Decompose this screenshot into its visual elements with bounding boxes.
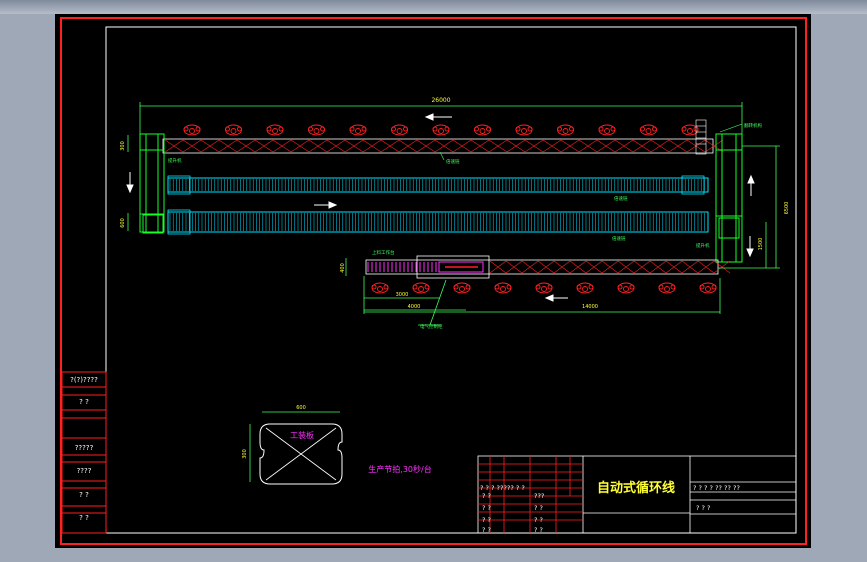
dim-return: 400: [340, 263, 346, 273]
title-block-cell: ? ?: [482, 526, 491, 534]
title-block-grid: [478, 456, 583, 533]
callouts: 翻转机构 提升机 倍速链 倍速链 提升机 倍速链 上料工作台 电气控制柜: [168, 122, 762, 330]
operator-icon: [598, 124, 616, 136]
title-block-cell: ? ?: [534, 504, 543, 512]
window-top-strip: [0, 0, 867, 14]
operator-icon: [349, 124, 367, 136]
sheet-inner-border: [105, 26, 797, 534]
title-block-cell: ? ?: [534, 526, 543, 534]
capacity-note: 生产节拍,30秒/台: [368, 464, 431, 474]
side-table-row: ? ?: [79, 491, 89, 499]
tray-detail: 600 300 工装板: [242, 405, 343, 485]
side-table-row: ?(?)????: [70, 376, 98, 384]
flow-arrows: [126, 113, 755, 302]
operator-icon: [432, 124, 450, 136]
title-block-cell: ? ?: [482, 492, 491, 500]
title-block: [477, 455, 797, 534]
callout-label: 倍速链: [614, 195, 628, 202]
title-block-cell: ? ? ? ????? ? ?: [480, 484, 525, 492]
operator-icon: [371, 282, 389, 294]
dim-left: 300: [120, 141, 126, 151]
drawing-title: 自动式循环线: [597, 480, 675, 496]
right-dimensions: 6500 1500: [718, 145, 790, 269]
title-block-cell: ???: [534, 492, 544, 500]
callout-label: 倍速链: [446, 158, 460, 165]
operator-icon: [391, 124, 408, 136]
callout-label: 提升机: [168, 157, 182, 164]
top-conveyor: [162, 124, 724, 154]
title-block-cell: ? ? ?: [696, 504, 710, 512]
operator-icon: [557, 124, 574, 136]
sheet-outer-border: [60, 17, 807, 545]
tray-label: 工装板: [290, 430, 314, 440]
operator-icon: [308, 124, 325, 136]
operator-icon: [576, 282, 594, 294]
tray-stack: [695, 119, 707, 155]
chain-lower: [167, 209, 709, 235]
side-table-row: ?????: [75, 444, 94, 452]
operator-icon: [640, 124, 657, 136]
operator-icon: [453, 282, 471, 294]
dim-left: 600: [120, 218, 126, 228]
callout-label: 倍速链: [612, 235, 626, 242]
bottom-conveyor: [365, 255, 731, 294]
tray-height-dim: 300: [242, 449, 248, 459]
operator-icon: [266, 124, 284, 136]
operator-icon: [515, 124, 533, 136]
dim-right-span: 6500: [784, 202, 790, 215]
side-table-row: ? ?: [79, 514, 89, 522]
callout-label: 上料工作台: [372, 249, 395, 256]
title-block-cell: ? ?: [482, 516, 491, 524]
side-table: ?(?)???? ? ? ????? ???? ? ? ? ?: [61, 371, 107, 534]
callout-label: 翻转机构: [744, 122, 762, 129]
tray-width-dim: 600: [296, 405, 306, 411]
operator-icon: [494, 282, 512, 294]
loading-station: [416, 255, 490, 279]
operator-icon: [617, 282, 635, 294]
callout-label: 提升机: [696, 242, 710, 249]
side-table-row: ????: [77, 467, 92, 475]
side-table-row: ? ?: [79, 398, 89, 406]
title-block-cell: ? ? ? ? ?? ?? ??: [693, 484, 740, 492]
operator-icon: [535, 282, 553, 294]
operator-icon: [225, 124, 242, 136]
title-block-cell: ? ?: [482, 504, 491, 512]
dim-bottom: 14000: [582, 304, 598, 310]
left-lift: [139, 133, 165, 234]
dim-bottom: 3000: [396, 292, 409, 298]
title-block-cell: ? ?: [534, 516, 543, 524]
operator-icon: [474, 124, 491, 136]
drawing-sheet: [55, 14, 811, 548]
bottom-dimensions: 3000 4000 14000: [363, 276, 721, 326]
operator-icon: [412, 282, 430, 294]
dim-right-short: 1500: [758, 238, 764, 251]
dim-bottom: 4000: [408, 304, 421, 310]
operator-icon: [183, 124, 201, 136]
title-block-text: ? ? ? ????? ? ? ? ? ??? ? ? ? ? ? ? ? ? …: [480, 484, 740, 534]
chain-upper: [167, 175, 709, 195]
operator-icon: [658, 282, 676, 294]
left-dimensions: 300 600 400: [120, 135, 347, 276]
callout-label: 电气控制柜: [420, 323, 443, 330]
dim-overall-length: 26000: [431, 97, 450, 104]
operator-icon: [699, 282, 717, 294]
